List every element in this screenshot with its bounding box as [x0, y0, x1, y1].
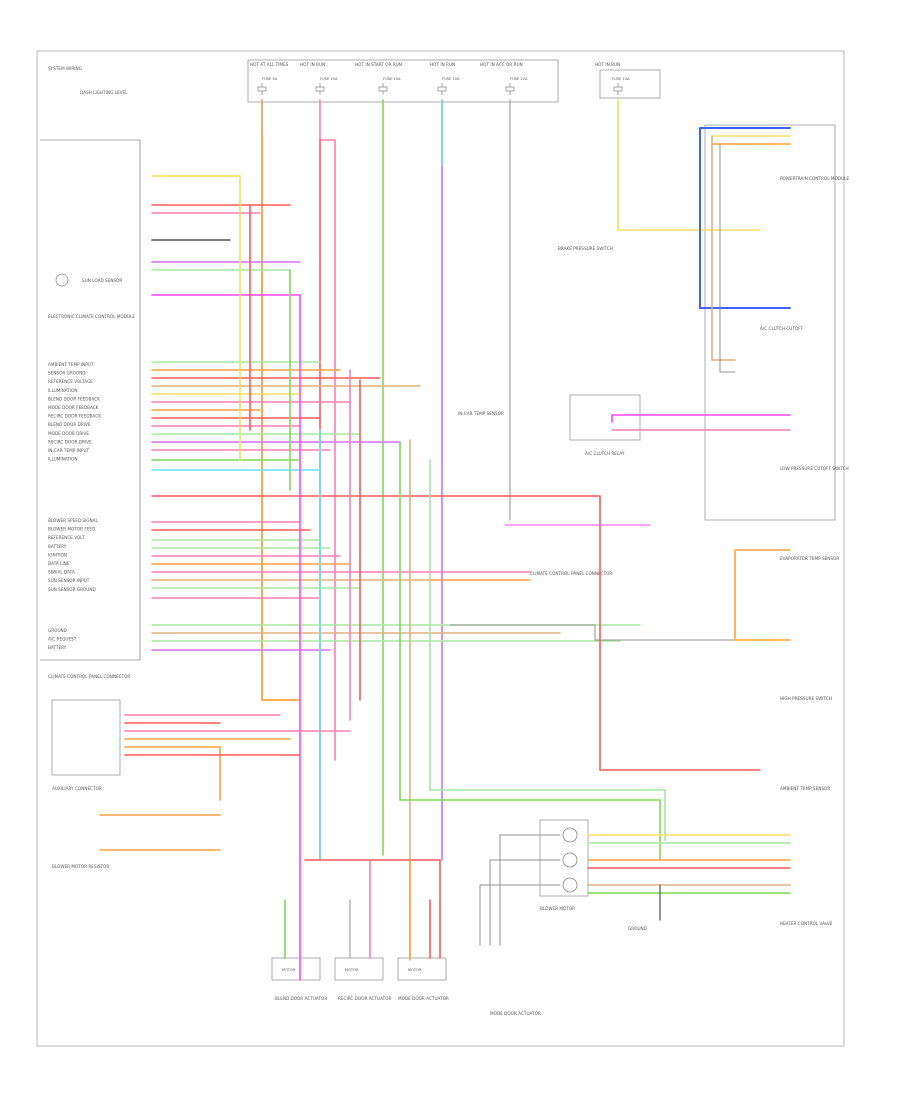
aux-connector-label: AUXILIARY CONNECTOR — [52, 786, 102, 791]
pin-label-upper-5: BLEND DOOR FEEDBACK — [48, 396, 100, 401]
wire-pink-3 — [319, 99, 336, 761]
heater-valve-label: HEATER CONTROL VALVE — [780, 921, 833, 926]
pin-label-bottom-1: GROUND — [48, 628, 67, 633]
wire-gray-77 — [479, 884, 561, 946]
pin-label-lower-2: BLOWER MOTOR FEED — [48, 527, 95, 532]
pin-label-upper-12: ILLUMINATION — [48, 457, 78, 462]
pin-label-upper-8: BLEND DOOR DRIVE — [48, 422, 91, 427]
ambient-sensor-label: AMBIENT TEMP SENSOR — [780, 786, 830, 791]
fuse-rating-6: FUSE 10A — [612, 77, 630, 81]
pin-label-bottom-3: BATTERY — [48, 645, 67, 650]
pin-label-lower-3: REFERENCE VOLT — [48, 535, 85, 540]
ground-label: GROUND — [628, 926, 647, 931]
evap-sensor-label: EVAPORATOR TEMP SENSOR — [780, 556, 839, 561]
pin-label-upper-11: IN-CAR TEMP INPUT — [48, 448, 90, 453]
data-link-label: CLIMATE CONTROL PANEL CONNECTOR — [530, 571, 612, 576]
fuse-label-1: HOT AT ALL TIMES — [250, 62, 289, 67]
wire-orange-1 — [261, 99, 301, 701]
climate-control-module: ELECTRONIC CLIMATE CONTROL MODULE DASH L… — [40, 90, 141, 869]
pin-label-lower-9: SUN SENSOR GROUND — [48, 587, 96, 592]
pin-label-upper-6: MODE DOOR FEEDBACK — [48, 405, 99, 410]
pin-block-title: CLIMATE CONTROL PANEL CONNECTOR — [48, 674, 130, 679]
wire-blue-10 — [699, 127, 791, 309]
bottom-actuators: MOTOR MOTOR MOTOR BLEND DOOR ACTUATOR RE… — [271, 957, 449, 1001]
pin-label-upper-9: MODE DOOR DRIVE — [48, 431, 89, 436]
wire-gray-76 — [489, 859, 561, 946]
blower-motor: BLOWER MOTOR MODE DOOR ACTUATOR — [490, 819, 589, 1016]
bottom-right-motor: MOTOR — [408, 968, 422, 972]
blower-resistor-label: BLOWER MOTOR RESISTOR — [52, 864, 109, 869]
low-pressure-label: LOW PRESSURE CUTOFF SWITCH — [780, 466, 849, 471]
fuse-rating-1: FUSE 5A — [262, 77, 278, 81]
dash-lamp-label: DASH LIGHTING LEVEL — [80, 90, 128, 95]
fuse-label-5: HOT IN ACC OR RUN — [480, 62, 523, 67]
fuse-rating-3: FUSE 15A — [383, 77, 401, 81]
wire-green-59 — [399, 441, 661, 861]
pin-label-lower-8: SUN SENSOR INPUT — [48, 578, 90, 583]
wire-tan-13 — [711, 135, 736, 361]
fuse-label-3: HOT IN START OR RUN — [355, 62, 402, 67]
pin-label-bottom-2: A/C REQUEST — [48, 637, 77, 642]
ecm-label: ELECTRONIC CLIMATE CONTROL MODULE — [48, 314, 135, 319]
brake-switch-label: BRAKE PRESSURE SWITCH — [558, 246, 613, 251]
wire-gray-14 — [719, 143, 736, 373]
pin-label-upper-7: RECIRC DOOR FEEDBACK — [48, 414, 101, 419]
fuse-rating-2: FUSE 10A — [320, 77, 338, 81]
pin-label-lower-7: SERIAL DATA — [48, 570, 75, 575]
pin-label-lower-6: DATA LINE — [48, 561, 70, 566]
a-c-switch-label: A/C CLUTCH CUTOFF — [760, 326, 804, 331]
right-components: POWERTRAIN CONTROL MODULE BRAKE PRESSURE… — [458, 124, 849, 931]
pin-label-lower-5: IGNITION — [48, 552, 67, 557]
wire-orange-68 — [734, 549, 791, 641]
wire-lightgreen-60 — [429, 459, 666, 841]
wire-magenta-65 — [611, 414, 791, 423]
blower-motor-label: BLOWER MOTOR — [540, 906, 575, 911]
in-car-sensor-label: IN-CAR TEMP SENSOR — [458, 411, 504, 416]
wire-gray-75 — [499, 834, 561, 946]
pin-label-upper-1: AMBIENT TEMP INPUT — [48, 362, 94, 367]
relay-label: A/C CLUTCH RELAY — [585, 451, 625, 456]
wire-red-88 — [304, 859, 441, 959]
bottom-mid-motor: MOTOR — [345, 968, 359, 972]
mode-door-label-bottom: MODE DOOR ACTUATOR — [398, 996, 449, 1001]
fuse-label-2: HOT IN RUN — [300, 62, 325, 67]
high-pressure-label: HIGH PRESSURE SWITCH — [780, 696, 832, 701]
pin-label-lower-4: BATTERY — [48, 544, 67, 549]
sun-sensor-label: SUN LOAD SENSOR — [82, 278, 122, 283]
outer-frame — [36, 50, 845, 1047]
wire-gray-63 — [449, 624, 791, 641]
recirc-door-label: RECIRC DOOR ACTUATOR — [338, 996, 391, 1001]
fuse-label-4: HOT IN RUN — [430, 62, 455, 67]
pin-label-upper-4: ILLUMINATION — [48, 388, 78, 393]
wire-orange-83 — [124, 746, 221, 801]
pin-label-upper-3: REFERENCE VOLTAGE — [48, 379, 93, 384]
pcm-label: POWERTRAIN CONTROL MODULE — [780, 176, 849, 181]
fuse-rating-5: FUSE 20A — [510, 77, 528, 81]
corner-label: SYSTEM WIRING — [48, 66, 82, 71]
left-pin-labels: AMBIENT TEMP INPUT SENSOR GROUND REFERENCE… — [48, 362, 101, 650]
wire-red-64 — [599, 495, 761, 771]
pin-label-lower-1: BLOWER SPEED SIGNAL — [48, 518, 99, 523]
blend-door-label: BLEND DOOR ACTUATOR — [275, 996, 327, 1001]
fuse-label-6: HOT IN RUN — [595, 62, 620, 67]
pin-label-upper-2: SENSOR GROUND — [48, 371, 86, 376]
fuse-rating-4: FUSE 10A — [442, 77, 460, 81]
pin-label-upper-10: RECIRC DOOR DRIVE — [48, 439, 92, 444]
bottom-left-motor: MOTOR — [282, 968, 296, 972]
fuse-block: HOT AT ALL TIMES HOT IN RUN HOT IN START… — [247, 59, 661, 103]
wire-yellow-9 — [617, 99, 761, 231]
wires — [99, 99, 791, 981]
mode-door-label: MODE DOOR ACTUATOR — [490, 1011, 541, 1016]
